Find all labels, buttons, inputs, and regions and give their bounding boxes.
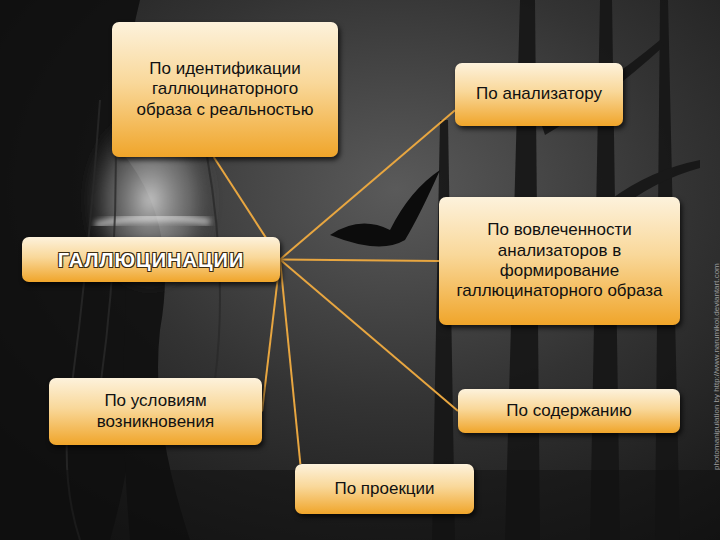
connector-line — [280, 260, 458, 412]
category-label: По проекции — [334, 479, 434, 499]
connector-line — [280, 260, 439, 262]
category-label: По условиям возникновения — [59, 391, 252, 432]
category-box: По условиям возникновения — [49, 378, 262, 445]
category-box: По вовлеченности анализаторов в формиров… — [439, 197, 680, 325]
category-label: По идентификации галлюцинаторного образа… — [122, 59, 328, 120]
category-label: По содержанию — [506, 401, 631, 421]
central-topic-box: ГАЛЛЮЦИНАЦИИ — [22, 237, 280, 282]
central-title: ГАЛЛЮЦИНАЦИИ — [58, 248, 245, 272]
category-label: По вовлеченности анализаторов в формиров… — [449, 220, 670, 302]
category-label: По анализатору — [476, 84, 602, 104]
category-box: По проекции — [295, 464, 474, 514]
connector-line — [280, 260, 300, 465]
category-box: По идентификации галлюцинаторного образа… — [112, 22, 338, 157]
watermark: photomanipulation by http://www.narumiko… — [712, 263, 720, 470]
connector-line — [262, 260, 280, 412]
category-box: По содержанию — [458, 389, 680, 433]
category-box: По анализатору — [455, 63, 623, 126]
